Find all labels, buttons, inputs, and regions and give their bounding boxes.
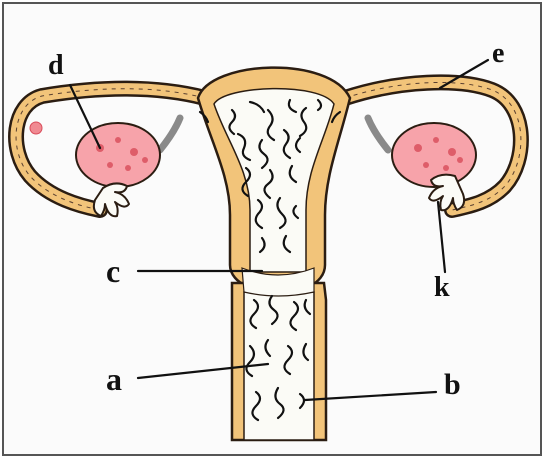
label-a: a: [106, 361, 122, 397]
label-k: k: [434, 272, 450, 303]
label-b: b: [444, 368, 461, 401]
left-ovary: [76, 123, 160, 187]
label-e: e: [492, 38, 504, 69]
leader-k: [438, 202, 445, 272]
left-fimbriae: [94, 183, 129, 216]
egg-cell: [30, 122, 42, 134]
label-c: c: [106, 253, 120, 289]
label-d: d: [48, 50, 64, 81]
right-ovarian-ligament: [368, 118, 388, 150]
left-ovarian-ligament: [160, 118, 180, 150]
